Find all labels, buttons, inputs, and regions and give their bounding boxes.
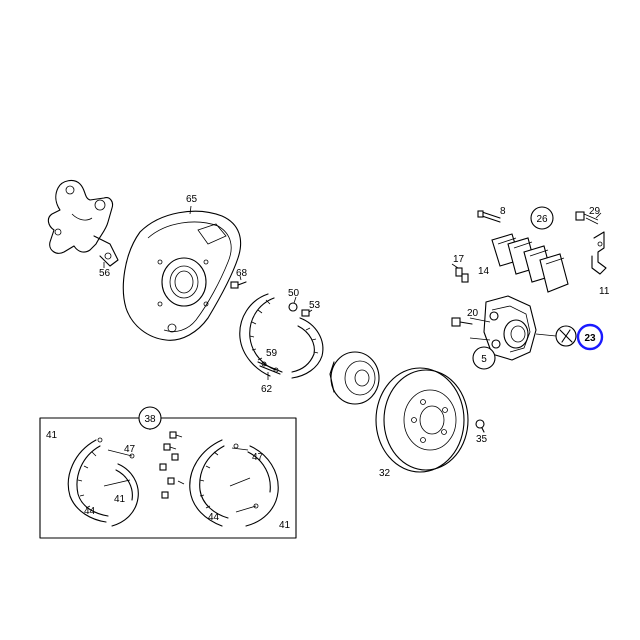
highlight-ring	[576, 323, 604, 351]
callout-23-highlighted[interactable]: 23	[576, 323, 604, 351]
label-50: 50	[288, 288, 300, 299]
backing-plate[interactable]	[122, 205, 242, 341]
label-56: 56	[99, 268, 111, 279]
brake-pads[interactable]	[491, 233, 569, 293]
pins-50-53[interactable]	[288, 296, 313, 317]
callout-26[interactable]: 26	[530, 206, 554, 230]
label-65: 65	[186, 194, 198, 205]
inset-shoe-left[interactable]	[67, 437, 139, 527]
adjuster[interactable]	[257, 361, 283, 380]
inset-shoe-right[interactable]	[189, 439, 279, 527]
bolt-68[interactable]	[230, 275, 247, 289]
bolt-29[interactable]	[575, 211, 602, 225]
label-5: 5	[481, 354, 487, 365]
brake-disc[interactable]	[375, 367, 469, 473]
label-62: 62	[261, 384, 273, 395]
label-41-top: 41	[46, 430, 58, 441]
label-59: 59	[266, 348, 278, 359]
callout-5[interactable]: 5	[472, 346, 496, 370]
label-47-left: 47	[124, 444, 136, 455]
label-41-left: 41	[114, 494, 126, 505]
label-14: 14	[478, 266, 490, 277]
label-29: 29	[589, 206, 601, 217]
label-32: 32	[379, 468, 391, 479]
label-53: 53	[309, 300, 321, 311]
bolt-35[interactable]	[475, 419, 485, 433]
label-38: 38	[144, 414, 156, 425]
spring-clip[interactable]	[591, 231, 607, 275]
label-17: 17	[453, 254, 465, 265]
caliper-bolt[interactable]	[451, 317, 473, 327]
inset-hardware[interactable]	[159, 431, 185, 499]
guide-pin[interactable]	[477, 210, 501, 223]
lock-washer[interactable]	[535, 325, 577, 347]
steering-knuckle[interactable]	[47, 179, 119, 268]
label-26: 26	[536, 214, 548, 225]
label-47-right: 47	[252, 452, 264, 463]
label-20: 20	[467, 308, 479, 319]
label-35: 35	[476, 434, 488, 445]
parking-brake-shoe[interactable]	[239, 293, 324, 379]
label-11: 11	[599, 286, 610, 297]
bleeder-screws[interactable]	[451, 263, 469, 283]
label-44-left: 44	[84, 506, 96, 517]
wheel-hub[interactable]	[329, 351, 380, 405]
caliper[interactable]	[469, 295, 537, 361]
label-23: 23	[584, 333, 596, 344]
label-68: 68	[236, 268, 248, 279]
label-44-right: 44	[208, 512, 220, 523]
callout-38[interactable]: 38	[138, 406, 162, 430]
label-41-right: 41	[279, 520, 291, 531]
label-8: 8	[500, 206, 506, 217]
